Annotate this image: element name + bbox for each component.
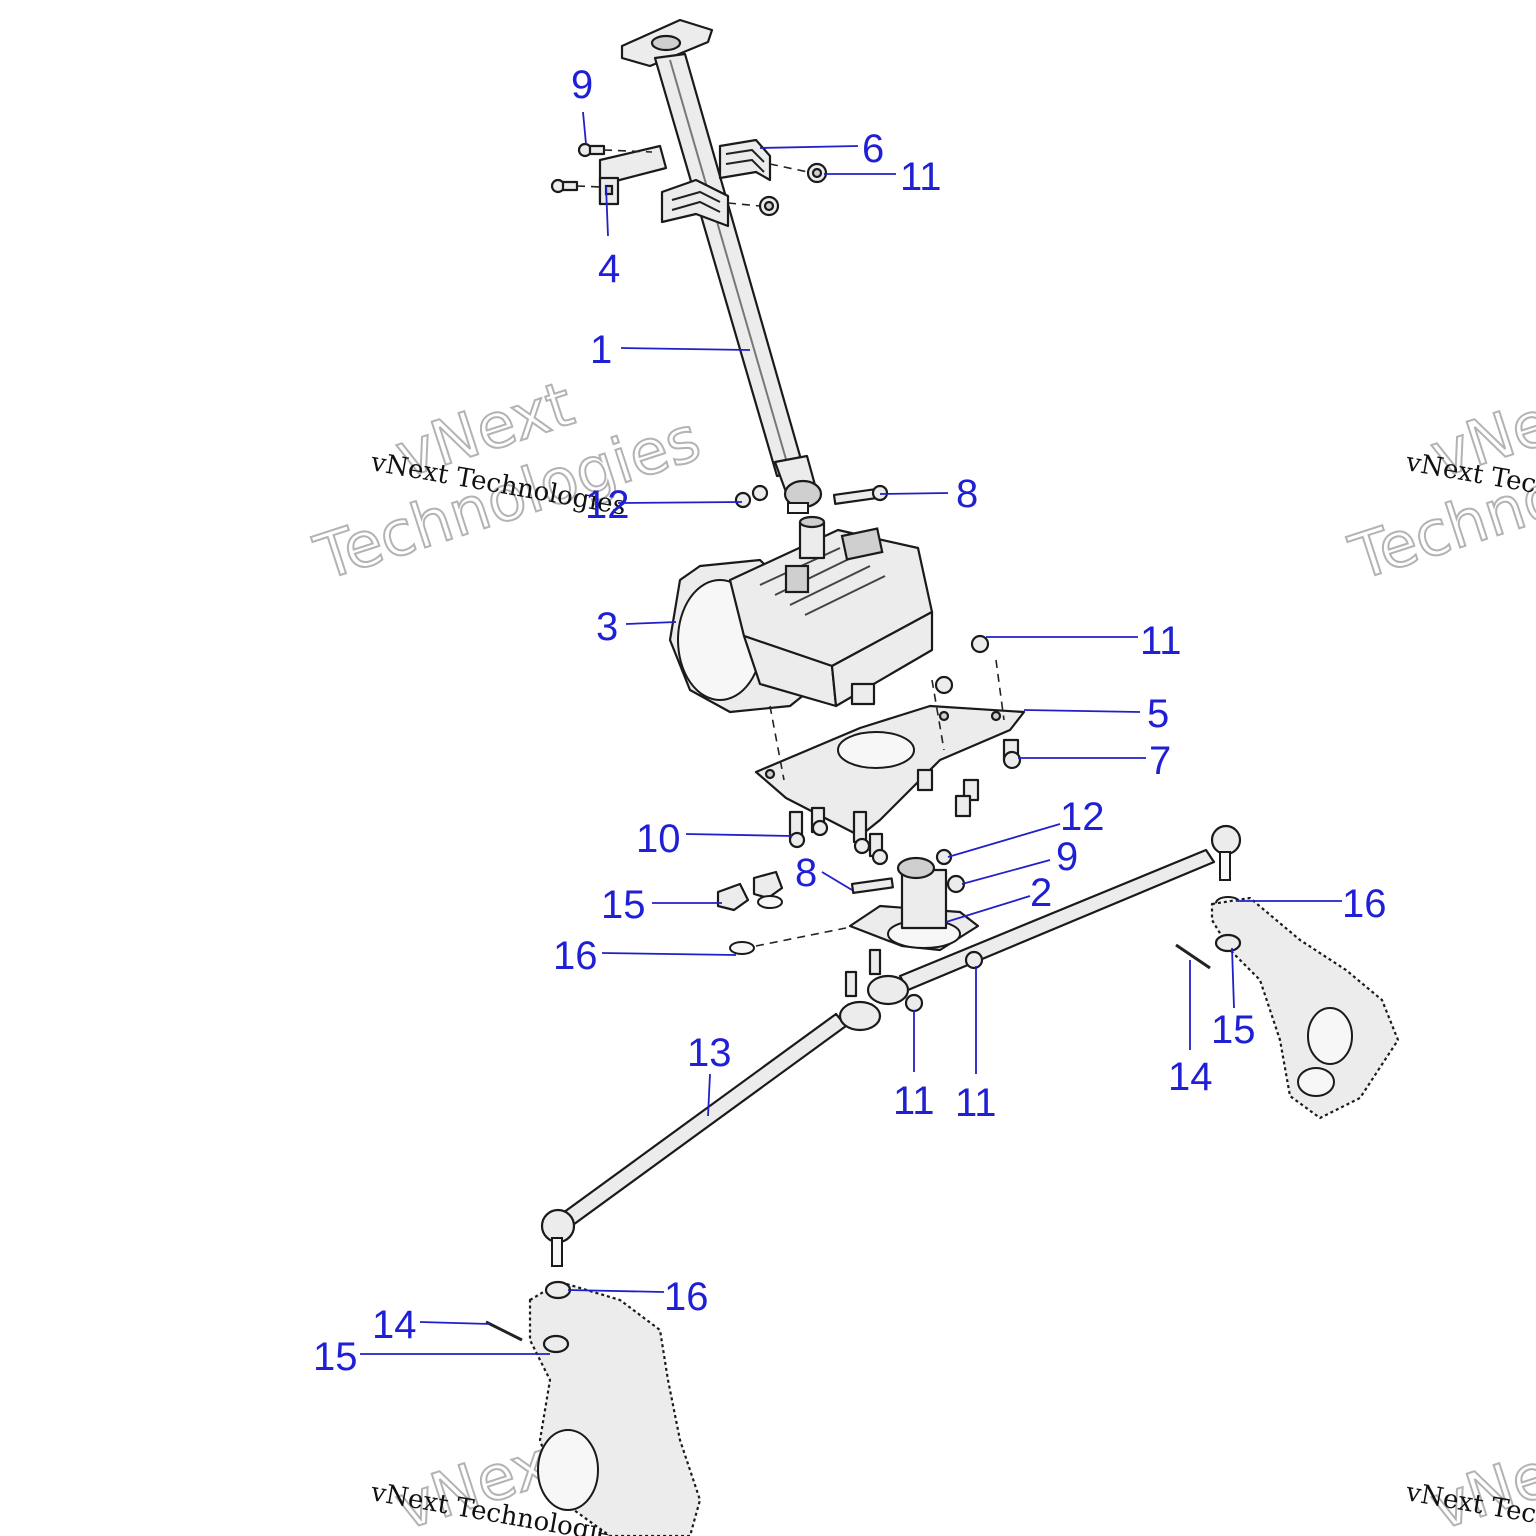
callout-10: 10 bbox=[636, 817, 681, 861]
pitman-arm bbox=[848, 848, 980, 952]
callout-14-left: 14 bbox=[372, 1303, 417, 1347]
spindle-left bbox=[485, 1280, 702, 1536]
callout-9-lower: 9 bbox=[1056, 835, 1078, 879]
callout-1: 1 bbox=[590, 328, 612, 372]
callout-11-top: 11 bbox=[900, 155, 942, 199]
clamp-insert-lower bbox=[660, 178, 730, 228]
spindle-right bbox=[1175, 896, 1400, 1120]
callout-3: 3 bbox=[596, 605, 618, 649]
callouts: 1 2 3 4 5 6 7 8 8 9 9 10 11 11 11 11 12 … bbox=[313, 63, 1387, 1379]
leader-lines bbox=[360, 111, 1342, 1355]
steering-column bbox=[620, 18, 823, 514]
callout-5: 5 bbox=[1147, 692, 1169, 736]
mounting-plate bbox=[754, 704, 1026, 838]
clamp-hardware bbox=[550, 142, 828, 217]
callout-7: 7 bbox=[1149, 739, 1171, 783]
watermark-group: vNext Technologies vNext Technologies vN… bbox=[305, 366, 1536, 1536]
plate-hardware bbox=[769, 634, 1022, 866]
callout-15-mid: 15 bbox=[601, 883, 646, 927]
callout-12-lower: 12 bbox=[1060, 795, 1105, 839]
callout-12-upper: 12 bbox=[585, 483, 630, 527]
callout-15-left: 15 bbox=[313, 1335, 358, 1379]
callout-11-rod-a: 11 bbox=[893, 1079, 935, 1123]
callout-9-upper: 9 bbox=[571, 63, 593, 107]
tie-rod-left bbox=[540, 948, 910, 1267]
callout-2: 2 bbox=[1030, 871, 1052, 915]
callout-11-plate: 11 bbox=[1140, 619, 1182, 663]
callout-8-lower: 8 bbox=[795, 851, 817, 895]
callout-13: 13 bbox=[687, 1031, 732, 1075]
callout-4: 4 bbox=[598, 247, 620, 291]
callout-16-left: 16 bbox=[664, 1275, 709, 1319]
steering-gearbox bbox=[668, 515, 934, 714]
clamp-bracket-4 bbox=[598, 144, 668, 206]
callout-11-rod-b: 11 bbox=[955, 1081, 997, 1125]
nuts-washers-left bbox=[716, 870, 847, 955]
clamp-insert-6 bbox=[718, 138, 772, 182]
callout-15-right: 15 bbox=[1211, 1008, 1256, 1052]
coupler-bolts-upper bbox=[734, 484, 889, 509]
callout-16-mid: 16 bbox=[553, 934, 598, 978]
callout-14-right: 14 bbox=[1168, 1055, 1213, 1099]
callout-6: 6 bbox=[862, 127, 884, 171]
callout-8-upper: 8 bbox=[956, 472, 978, 516]
callout-16-right: 16 bbox=[1342, 882, 1387, 926]
